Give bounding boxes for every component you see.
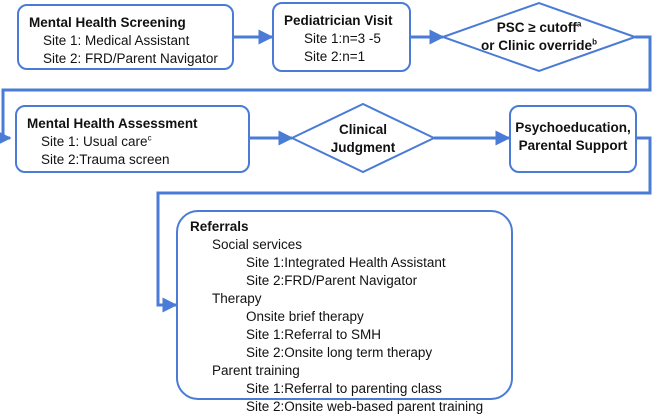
assessment-site2: Site 2:Trauma screen [41, 152, 170, 167]
therapy-onsite-brief: Onsite brief therapy [246, 309, 364, 324]
screening-title: Mental Health Screening [29, 15, 186, 30]
pediatrician-box: Pediatrician Visit Site 1:n=3 -5 Site 2:… [272, 2, 411, 72]
parent-site2: Site 2:Onsite web-based parent training [246, 399, 484, 414]
therapy-site1: Site 1:Referral to SMH [246, 327, 382, 342]
social-site2: Site 2:FRD/Parent Navigator [246, 273, 418, 288]
parental-support-title: Parental Support [518, 138, 628, 153]
footnote-b: b [592, 37, 597, 47]
assessment-site1: Site 1: Usual care [41, 134, 148, 149]
parent-training-heading: Parent training [212, 363, 300, 378]
screening-box: Mental Health Screening Site 1: Medical … [17, 4, 234, 70]
pediatrician-site1: Site 1:n=3 -5 [304, 31, 381, 46]
pediatrician-site2: Site 2:n=1 [304, 49, 366, 64]
referrals-title: Referrals [190, 219, 249, 234]
assessment-title: Mental Health Assessment [27, 116, 198, 131]
screening-site1: Site 1: Medical Assistant [43, 33, 190, 48]
judgment-text: Judgment [330, 140, 396, 155]
therapy-site2: Site 2:Onsite long term therapy [246, 345, 433, 360]
pediatrician-title: Pediatrician Visit [284, 13, 393, 28]
arrow-psychoeducation-to-referrals [156, 136, 652, 313]
footnote-a: a [576, 19, 582, 29]
psc-cutoff-text: PSC ≥ cutoff [496, 20, 577, 35]
clinical-decision-label: Clinical Judgment [313, 121, 413, 157]
flow-connectors [0, 1, 652, 313]
screening-site2: Site 2: FRD/Parent Navigator [43, 51, 218, 66]
referrals-box: Referrals Social services Site 1:Integra… [176, 210, 513, 414]
psychoeducation-title: Psychoeducation, [515, 120, 631, 135]
clinic-override-text: or Clinic override [481, 38, 593, 53]
assessment-box: Mental Health Assessment Site 1: Usual c… [15, 105, 250, 173]
psychoeducation-box: Psychoeducation, Parental Support [509, 105, 637, 173]
clinical-text: Clinical [338, 122, 387, 137]
footnote-c: c [147, 133, 152, 143]
parent-site1: Site 1:Referral to parenting class [246, 381, 442, 396]
psc-decision-label: PSC ≥ cutoffa or Clinic overrideb [459, 19, 619, 55]
social-services-heading: Social services [212, 237, 303, 252]
social-site1: Site 1:Integrated Health Assistant [246, 255, 446, 270]
arrow-psc-to-assessment [0, 35, 652, 146]
therapy-heading: Therapy [212, 291, 262, 306]
